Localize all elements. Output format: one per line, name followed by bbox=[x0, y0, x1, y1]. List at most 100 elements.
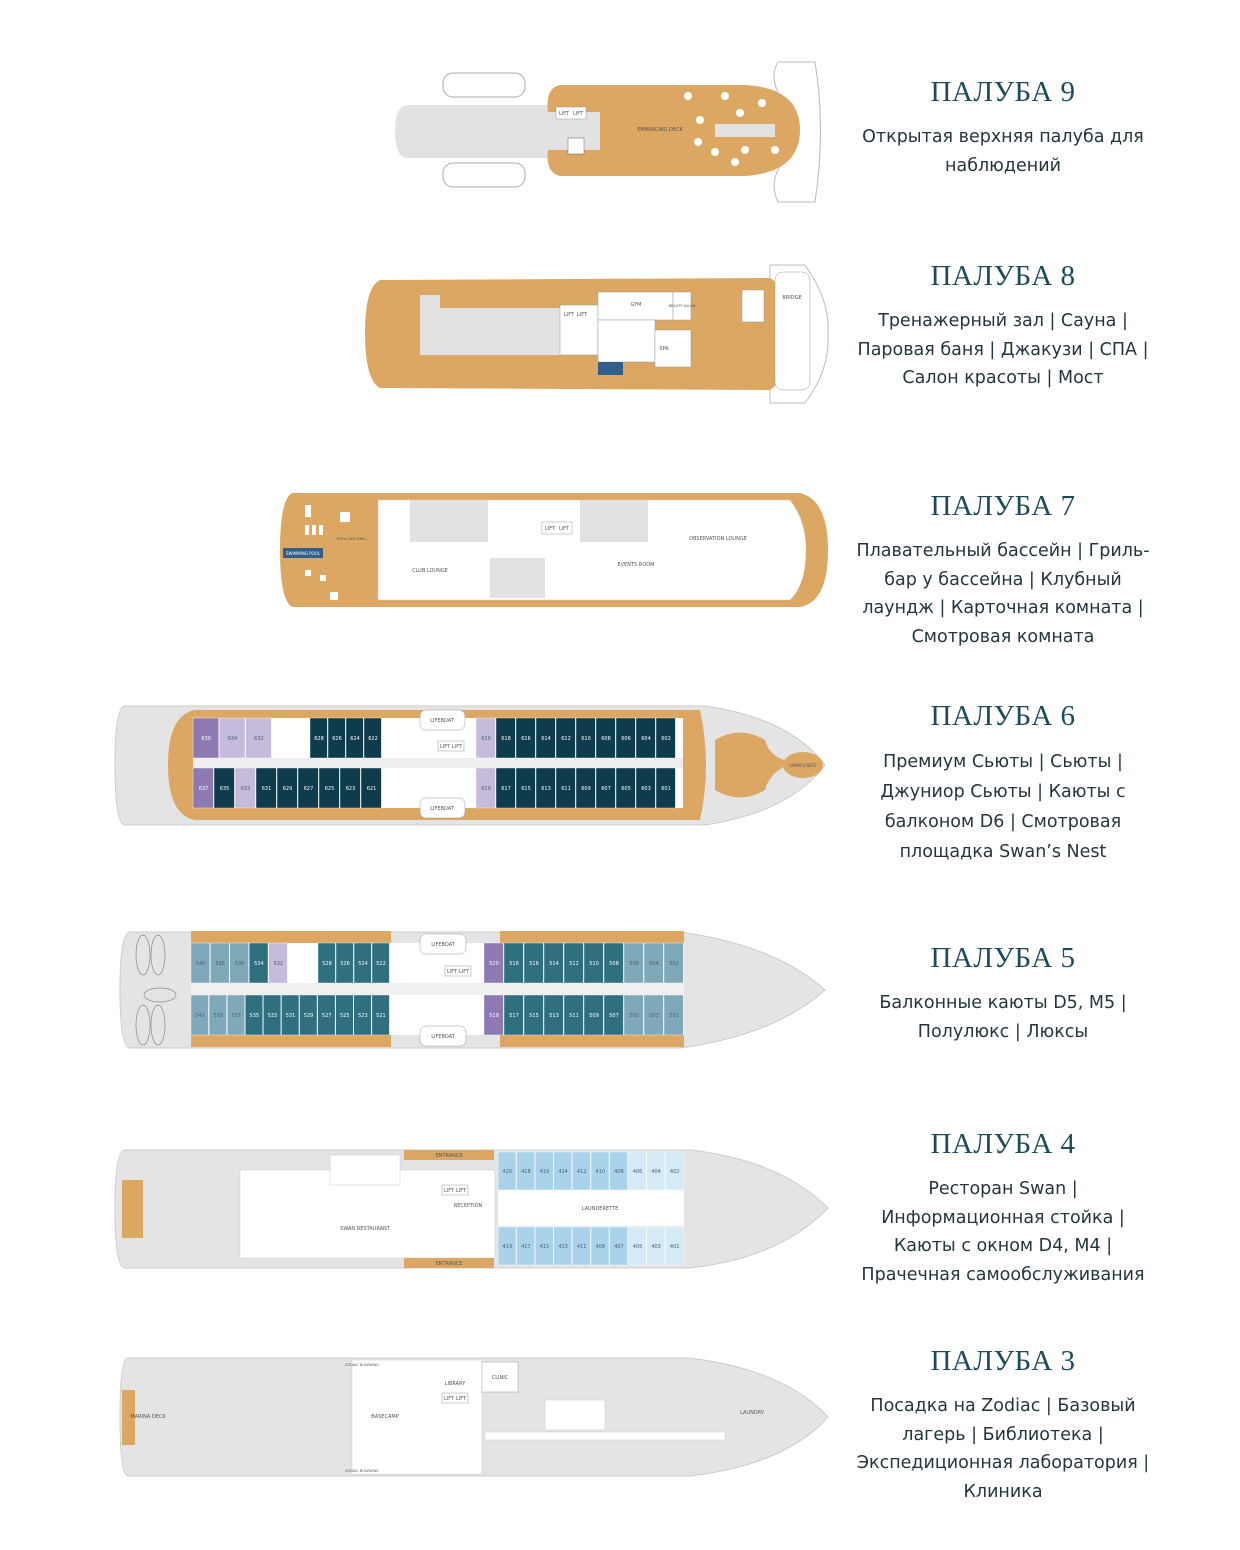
deck9-plan[interactable]: LIFT LIFT EMBRACING DECK bbox=[395, 61, 821, 203]
cabin-632[interactable] bbox=[245, 717, 272, 759]
cabin-502[interactable] bbox=[663, 942, 684, 984]
cabin-635[interactable] bbox=[213, 767, 235, 809]
cabin-407[interactable] bbox=[609, 1226, 628, 1266]
cabin-401[interactable] bbox=[665, 1226, 684, 1266]
cabin-518[interactable] bbox=[503, 942, 524, 984]
cabin-506[interactable] bbox=[623, 942, 644, 984]
cabin-622[interactable] bbox=[363, 717, 382, 759]
cabin-524[interactable] bbox=[353, 942, 372, 984]
cabin-529[interactable] bbox=[299, 994, 318, 1036]
cabin-601[interactable] bbox=[655, 767, 676, 809]
deck6-plan[interactable]: SWAN'S NEST LIFEBOAT LIFEBOAT LIFT LIFT … bbox=[114, 705, 826, 826]
deck7-plan[interactable]: LIFT LIFT SWIMMING POOL POOL SIDE GRILL … bbox=[280, 493, 828, 607]
cabin-618[interactable] bbox=[495, 717, 516, 759]
cabin-513[interactable] bbox=[543, 994, 564, 1036]
cabin-522[interactable] bbox=[371, 942, 390, 984]
cabin-412[interactable] bbox=[572, 1151, 591, 1191]
cabin-532[interactable] bbox=[268, 942, 288, 984]
cabin-534[interactable] bbox=[248, 942, 269, 984]
cabin-631[interactable] bbox=[255, 767, 277, 809]
cabin-611[interactable] bbox=[555, 767, 576, 809]
cabin-536[interactable] bbox=[229, 942, 249, 984]
cabin-525[interactable] bbox=[335, 994, 354, 1036]
cabin-531[interactable] bbox=[281, 994, 300, 1036]
cabin-539[interactable] bbox=[208, 994, 227, 1036]
cabin-533[interactable] bbox=[263, 994, 282, 1036]
deck3-plan[interactable]: MARINA DECK BASECAMP LIBRARY CLINIC LIFT… bbox=[119, 1357, 829, 1477]
cabin-624[interactable] bbox=[345, 717, 364, 759]
cabin-416[interactable] bbox=[535, 1151, 554, 1191]
cabin-519[interactable] bbox=[483, 994, 504, 1036]
cabin-508[interactable] bbox=[603, 942, 624, 984]
cabin-609[interactable] bbox=[575, 767, 596, 809]
cabin-419[interactable] bbox=[497, 1226, 517, 1266]
cabin-606[interactable] bbox=[615, 717, 636, 759]
cabin-409[interactable] bbox=[590, 1226, 610, 1266]
cabin-526[interactable] bbox=[335, 942, 354, 984]
cabin-507[interactable] bbox=[603, 994, 624, 1036]
cabin-415[interactable] bbox=[535, 1226, 554, 1266]
cabin-505[interactable] bbox=[623, 994, 644, 1036]
cabin-620[interactable] bbox=[475, 717, 496, 759]
cabin-514[interactable] bbox=[543, 942, 564, 984]
cabin-625[interactable] bbox=[318, 767, 340, 809]
cabin-410[interactable] bbox=[590, 1151, 610, 1191]
cabin-634[interactable] bbox=[219, 717, 246, 759]
cabin-523[interactable] bbox=[353, 994, 372, 1036]
cabin-615[interactable] bbox=[515, 767, 536, 809]
deck8-plan[interactable]: LIFT LIFT GYM BEAUTY SALON SPA BRIDGE bbox=[365, 264, 829, 404]
cabin-616[interactable] bbox=[515, 717, 536, 759]
cabin-617[interactable] bbox=[495, 767, 516, 809]
cabin-602[interactable] bbox=[655, 717, 676, 759]
cabin-406[interactable] bbox=[628, 1151, 647, 1191]
cabin-610[interactable] bbox=[575, 717, 596, 759]
cabin-623[interactable] bbox=[339, 767, 361, 809]
cabin-510[interactable] bbox=[583, 942, 604, 984]
deck4-plan[interactable]: SWAN RESTAURANT ENTRANCE ENTRANCE LIFT L… bbox=[114, 1149, 829, 1269]
cabin-627[interactable] bbox=[297, 767, 319, 809]
cabin-517[interactable] bbox=[503, 994, 524, 1036]
cabin-516[interactable] bbox=[523, 942, 544, 984]
cabin-614[interactable] bbox=[535, 717, 556, 759]
cabin-411[interactable] bbox=[572, 1226, 591, 1266]
cabin-417[interactable] bbox=[516, 1226, 535, 1266]
cabin-405[interactable] bbox=[628, 1226, 647, 1266]
cabin-521[interactable] bbox=[371, 994, 390, 1036]
cabin-535[interactable] bbox=[245, 994, 263, 1036]
cabin-408[interactable] bbox=[609, 1151, 628, 1191]
cabin-414[interactable] bbox=[553, 1151, 572, 1191]
cabin-629[interactable] bbox=[276, 767, 298, 809]
cabin-403[interactable] bbox=[646, 1226, 665, 1266]
cabin-633[interactable] bbox=[234, 767, 256, 809]
cabin-528[interactable] bbox=[317, 942, 336, 984]
cabin-527[interactable] bbox=[317, 994, 336, 1036]
cabin-418[interactable] bbox=[516, 1151, 535, 1191]
cabin-628[interactable] bbox=[309, 717, 328, 759]
cabin-503[interactable] bbox=[643, 994, 664, 1036]
cabin-621[interactable] bbox=[360, 767, 382, 809]
cabin-608[interactable] bbox=[595, 717, 616, 759]
cabin-540[interactable] bbox=[190, 942, 210, 984]
cabin-404[interactable] bbox=[646, 1151, 665, 1191]
cabin-605[interactable] bbox=[615, 767, 636, 809]
cabin-509[interactable] bbox=[583, 994, 604, 1036]
cabin-501[interactable] bbox=[663, 994, 684, 1036]
cabin-512[interactable] bbox=[563, 942, 584, 984]
cabin-537[interactable] bbox=[226, 994, 245, 1036]
cabin-604[interactable] bbox=[635, 717, 656, 759]
cabin-504[interactable] bbox=[643, 942, 664, 984]
cabin-515[interactable] bbox=[523, 994, 544, 1036]
cabin-541[interactable] bbox=[190, 994, 209, 1036]
cabin-413[interactable] bbox=[553, 1226, 572, 1266]
cabin-520[interactable] bbox=[483, 942, 504, 984]
cabin-607[interactable] bbox=[595, 767, 616, 809]
cabin-630[interactable] bbox=[192, 717, 219, 759]
cabin-603[interactable] bbox=[635, 767, 656, 809]
cabin-402[interactable] bbox=[665, 1151, 684, 1191]
cabin-613[interactable] bbox=[535, 767, 556, 809]
cabin-511[interactable] bbox=[563, 994, 584, 1036]
cabin-626[interactable] bbox=[327, 717, 346, 759]
cabin-420[interactable] bbox=[497, 1151, 517, 1191]
cabin-637[interactable] bbox=[192, 767, 214, 809]
